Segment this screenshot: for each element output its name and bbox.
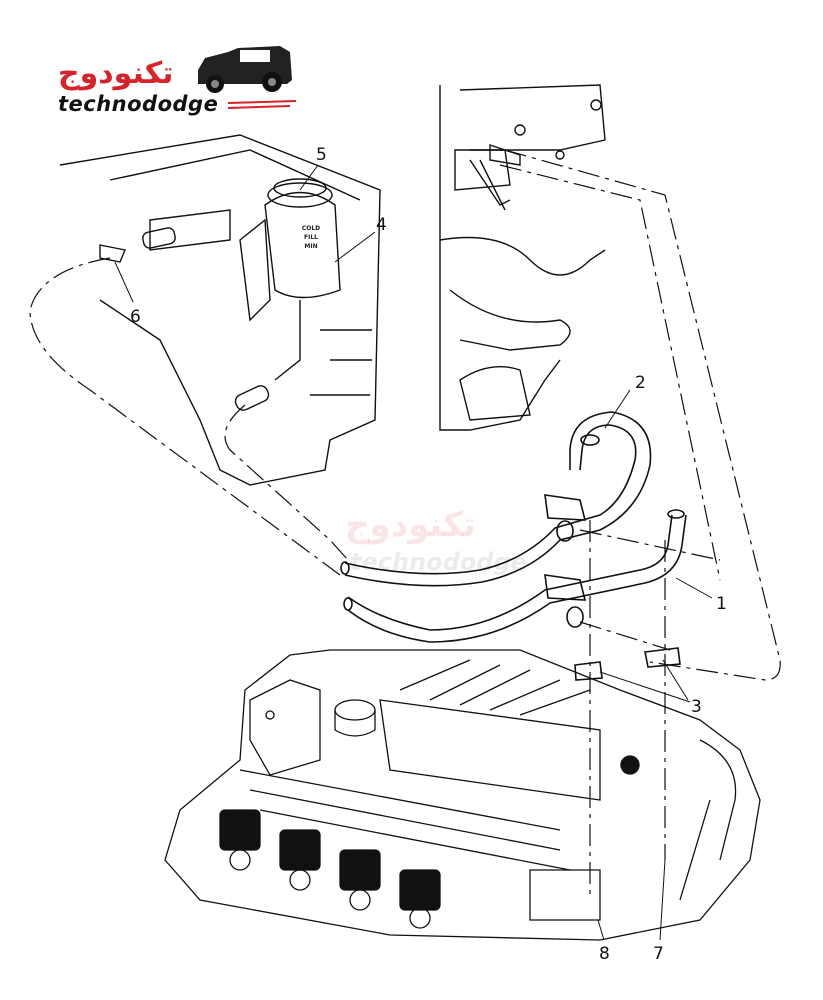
reservoir-inset xyxy=(59,134,381,486)
logo-underline xyxy=(227,100,297,109)
reservoir-label-line: FILL xyxy=(304,234,318,241)
dashed-connection-lines xyxy=(29,149,781,900)
callout-6: 6 xyxy=(130,307,141,327)
callout-3: 3 xyxy=(691,697,702,717)
callout-8: 8 xyxy=(599,944,610,964)
heater-hoses xyxy=(340,411,687,681)
callout-2: 2 xyxy=(635,373,646,393)
reservoir-label: COLD FILL MIN xyxy=(300,224,322,251)
callout-4: 4 xyxy=(376,215,387,235)
engine-rear-inset xyxy=(439,84,606,431)
callout-leaders xyxy=(114,164,713,941)
reservoir-label-line: COLD xyxy=(301,225,321,232)
watermark-arabic: تكنودوج xyxy=(345,505,476,545)
callout-1: 1 xyxy=(716,594,727,614)
logo-latin: technododge xyxy=(58,92,219,116)
watermark-latin: technododge xyxy=(350,548,527,576)
jeep-logo-icon xyxy=(198,46,292,93)
engine-intake-manifold xyxy=(164,649,761,941)
callout-5: 5 xyxy=(316,145,327,165)
callout-7: 7 xyxy=(653,944,664,964)
logo-arabic: تكنودوج xyxy=(58,56,174,91)
reservoir-label-line: MIN xyxy=(304,243,318,250)
